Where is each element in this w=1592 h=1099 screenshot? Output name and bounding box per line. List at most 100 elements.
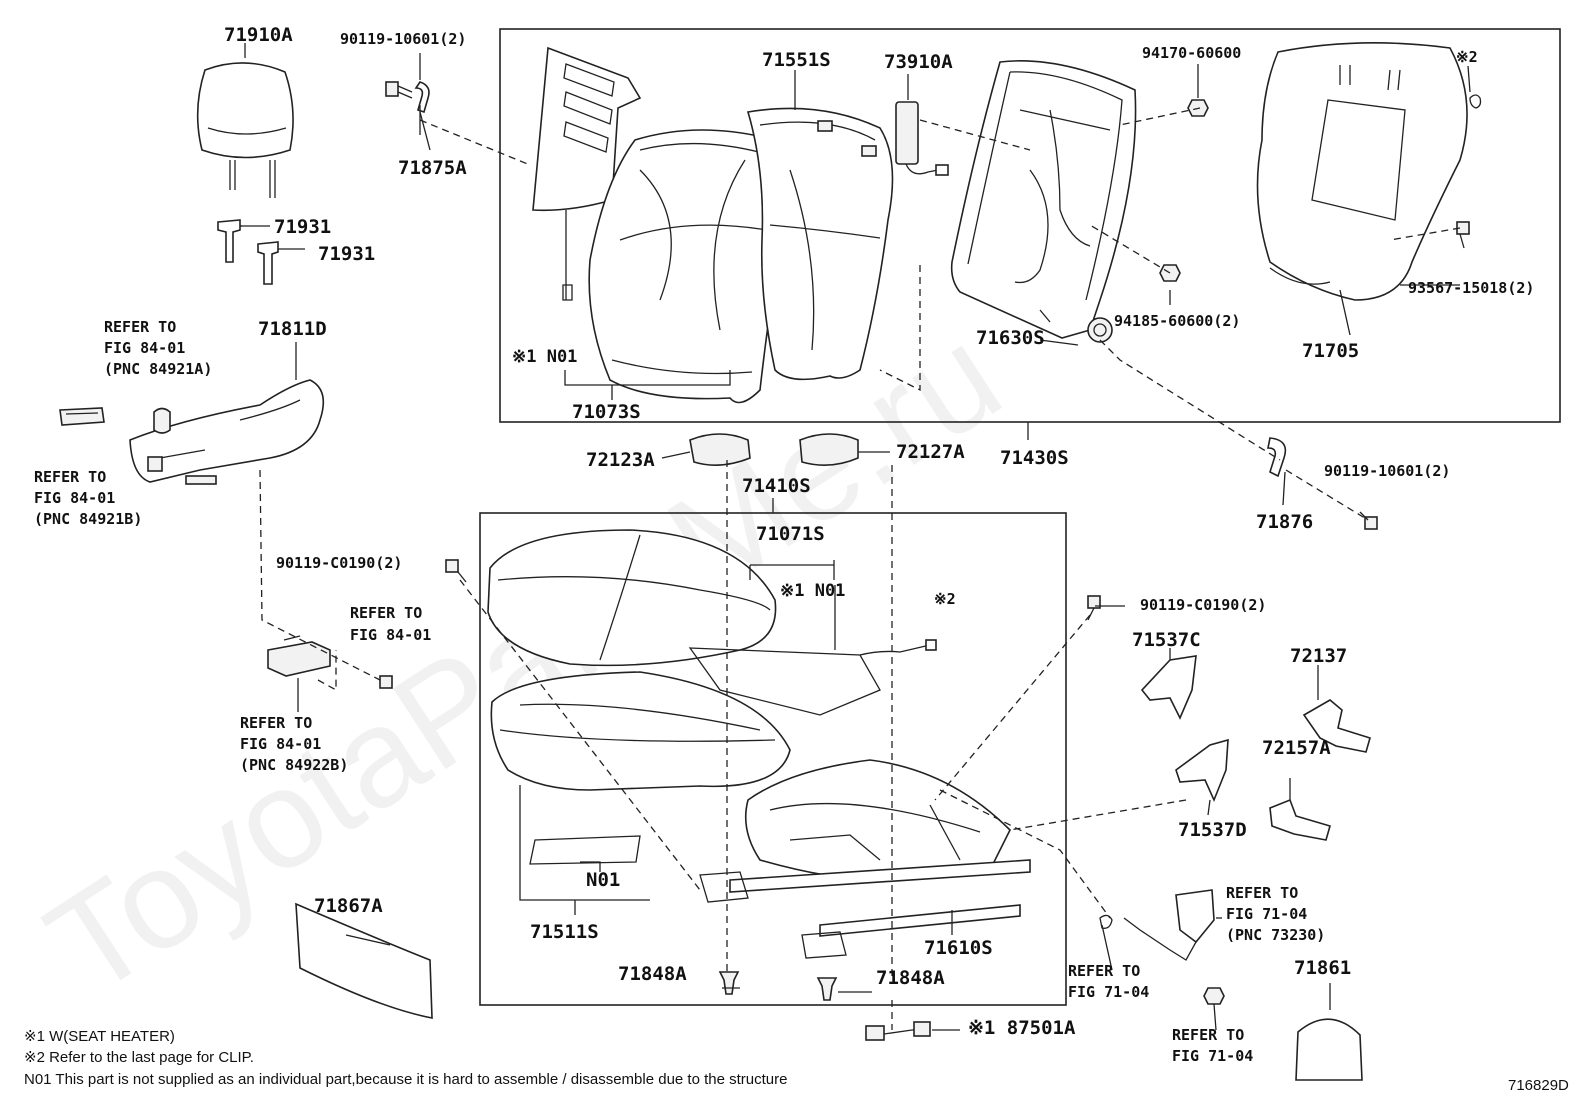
side-shield-71811d [129,379,325,485]
label-refer-g2: FIG 71-04 [1172,1047,1253,1065]
screw-71848a [718,971,838,1001]
label-71910a: 71910A [224,24,293,46]
label-refer-d2: FIG 84-01 [240,735,321,753]
label-72123a: 72123A [586,449,655,471]
label-refer-g1: REFER TO [1172,1026,1244,1044]
seat-frame-71610s [699,759,1031,959]
label-72157a: 72157A [1262,737,1331,759]
label-71071s: 71071S [756,523,825,545]
diagram-id: 716829D [1508,1077,1569,1094]
label-refer-b1: REFER TO [34,468,106,486]
label-71073s: 71073S [572,401,641,423]
label-refer-e3: (PNC 73230) [1226,926,1325,944]
cover-72123a [689,433,751,466]
label-n01-bottom: N01 [586,869,620,891]
label-71867a: 71867A [314,895,383,917]
label-71876: 71876 [1256,511,1313,533]
label-71551s: 71551S [762,49,831,71]
label-refer-c2: FIG 84-01 [350,626,431,644]
hook-71876 [1267,437,1287,478]
seatback-frame-71630s [950,60,1137,346]
note-clip: ※2 Refer to the last page for CLIP. [24,1049,254,1066]
label-refer-d3: (PNC 84922B) [240,756,348,774]
note-n01: N01 This part is not supplied as an indi… [24,1071,787,1088]
seatback-cover [588,129,787,404]
dashed-leaders [259,107,1461,1030]
label-71848a-a: 71848A [618,963,687,985]
label-71430s: 71430S [1000,447,1069,469]
label-94170-60600: 94170-60600 [1142,44,1241,62]
label-94185-60600: 94185-60600(2) [1114,312,1240,330]
label-71537d: 71537D [1178,819,1247,841]
label-93567-15018: 93567-15018(2) [1408,279,1534,297]
seatback-pad-71551s [746,107,894,381]
label-87501a: ※1 87501A [968,1017,1076,1039]
watermark: ToyotaPartsMe.ru [21,296,1027,1025]
screw-93567-15018 [1456,221,1470,249]
label-71875a: 71875A [398,157,467,179]
label-71410s: 71410S [742,475,811,497]
label-71931-a: 71931 [274,216,331,238]
label-clip2-top: ※2 [1456,48,1478,66]
label-71630s: 71630S [976,327,1045,349]
label-refer-f1: REFER TO [1068,962,1140,980]
switch-84921b [59,407,105,426]
label-refer-b2: FIG 84-01 [34,489,115,507]
label-n01-mid: ※1 N01 [780,581,845,601]
label-71610s: 71610S [924,937,993,959]
headrest-support-71931 [217,219,305,285]
label-refer-d1: REFER TO [240,714,312,732]
bolt-90119-c0190-left [445,559,467,583]
label-71811d: 71811D [258,318,327,340]
label-refer-e1: REFER TO [1226,884,1298,902]
label-refer-a3: (PNC 84921A) [104,360,212,378]
label-71848a-b: 71848A [876,967,945,989]
label-refer-b3: (PNC 84921B) [34,510,142,528]
cushion-heater-mat [688,639,937,716]
cover-72157a [1269,798,1331,841]
label-71931-b: 71931 [318,243,375,265]
cover-71861 [1295,1018,1363,1081]
label-90119-c0190-right: 90119-C0190(2) [1140,596,1266,614]
cover-71537d [1175,738,1229,803]
seatback-heater-board [532,46,642,301]
bolt-90119-10601-right [1359,511,1378,530]
bolt-90119-c0190 [379,675,393,689]
label-71511s: 71511S [530,921,599,943]
label-71705: 71705 [1302,340,1359,362]
trim-71867a [295,902,433,1019]
cover-72137 [1302,699,1371,753]
label-refer-c1: REFER TO [350,604,422,622]
seat-belt-buckle [1099,889,1225,1005]
label-clip2-mid: ※2 [934,590,956,608]
sensor-87501a [865,1021,931,1041]
label-71537c: 71537C [1132,629,1201,651]
cover-71537c [1140,655,1197,720]
label-refer-f2: FIG 71-04 [1068,983,1149,1001]
seatback-group-box [499,28,1561,423]
switch-84922b [267,635,331,677]
label-73910a: 73910A [884,51,953,73]
label-n01-top: ※1 N01 [512,347,577,367]
recliner-knob [153,407,171,434]
label-90119-c0190-left: 90119-C0190(2) [276,554,402,572]
clip-icon [1469,94,1482,109]
bolt-90119-10601 [385,81,430,135]
small-mat [529,835,641,865]
back-board-71705 [1256,42,1468,301]
label-refer-a1: REFER TO [104,318,176,336]
note-seat-heater: ※1 W(SEAT HEATER) [24,1028,175,1045]
cover-72127a [799,433,859,466]
heater-module-73910a [895,101,949,176]
label-90119-10601-top: 90119-10601(2) [340,30,466,48]
label-72137: 72137 [1290,645,1347,667]
label-90119-10601-right: 90119-10601(2) [1324,462,1450,480]
label-refer-e2: FIG 71-04 [1226,905,1307,923]
solid-leaders [240,43,1471,1031]
seat-cushion-cover-71071s [487,529,777,667]
seat-cushion-pad-71511s [490,671,791,791]
label-72127a: 72127A [896,441,965,463]
label-71861: 71861 [1294,957,1351,979]
